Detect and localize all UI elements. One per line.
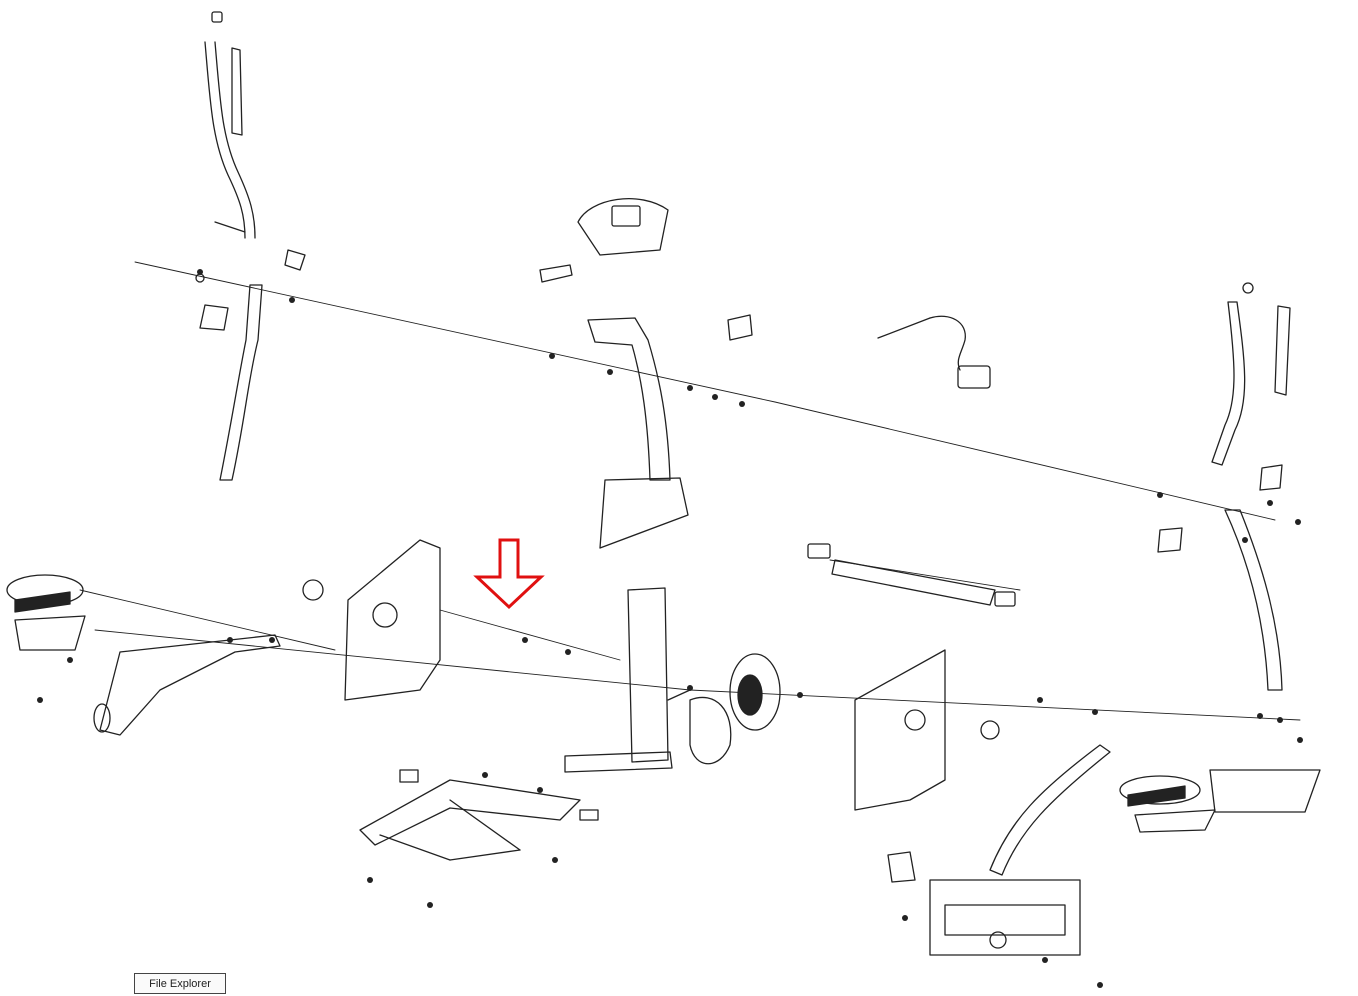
left-pedal-arm <box>93 634 281 736</box>
right-pedal-assembly <box>989 744 1321 876</box>
highlight-arrow-icon <box>473 538 545 610</box>
fasteners <box>37 269 1303 988</box>
right-lower-handle-arm <box>1157 464 1283 691</box>
main-frame <box>564 587 691 773</box>
right-upper-handle <box>1211 282 1291 466</box>
left-side-shroud <box>302 539 441 701</box>
right-side-shroud <box>854 649 1000 811</box>
connecting-axis-lines <box>79 261 1301 721</box>
left-foot-pedal <box>6 574 86 651</box>
power-adapter <box>877 315 991 389</box>
left-lower-handle-arm <box>195 249 306 481</box>
file-explorer-button[interactable]: File Explorer <box>134 973 226 994</box>
base-frame <box>359 769 599 861</box>
crossbar <box>807 543 1016 607</box>
crank-detail-box <box>887 851 1081 956</box>
flywheel <box>689 653 781 765</box>
console-mast <box>539 198 753 549</box>
left-upper-handle <box>204 11 256 239</box>
